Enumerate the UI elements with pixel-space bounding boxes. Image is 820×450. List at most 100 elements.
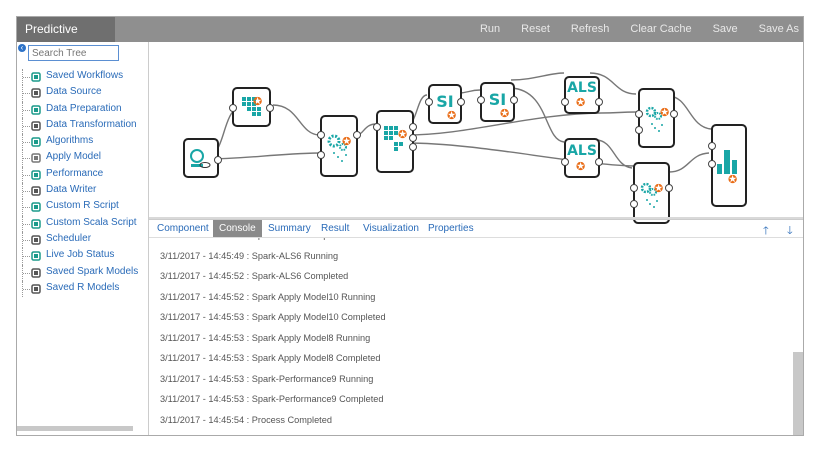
output-port[interactable] [665, 184, 673, 192]
output-port[interactable] [353, 131, 361, 139]
tree-item-data-source[interactable]: Data Source [17, 85, 148, 102]
tree-item-apply-model[interactable]: Apply Model [17, 150, 148, 167]
output-port[interactable] [595, 158, 603, 166]
workflow-node-data-source[interactable] [183, 138, 222, 178]
output-port[interactable] [266, 104, 274, 112]
output-port[interactable] [409, 143, 417, 151]
tree-connector [22, 231, 24, 249]
workflow-node-als[interactable]: ALS ✪ [561, 76, 603, 114]
workflow-node-apply-model[interactable]: ✪ [630, 162, 673, 224]
search-tree-input[interactable] [28, 45, 119, 61]
console-line: 3/11/2017 - 14:45:52 : Spark-ALS6 Comple… [160, 271, 349, 281]
output-port[interactable] [510, 96, 518, 104]
workflow-node-algorithm[interactable]: ✪ [317, 115, 361, 177]
tab-properties[interactable]: Properties [428, 223, 474, 234]
custom-r-script-icon [31, 202, 41, 213]
input-port[interactable] [635, 110, 643, 118]
tree-branch [23, 239, 30, 241]
input-port[interactable] [708, 160, 716, 168]
tree-item-live-job-status[interactable]: Live Job Status [17, 248, 148, 265]
tree-item-data-transformation[interactable]: Data Transformation [17, 117, 148, 135]
custom-scala-script-icon [31, 218, 41, 229]
tree-item-performance[interactable]: Performance [17, 166, 148, 184]
output-port[interactable] [595, 98, 603, 106]
tree-connector [22, 69, 24, 86]
tab-component[interactable]: Component [157, 223, 209, 234]
console-line: 3/11/2017 - 14:45:54 : Process Completed [160, 414, 332, 425]
tree-connector [22, 166, 24, 184]
tree-branch [23, 109, 30, 111]
output-port[interactable] [409, 123, 417, 131]
output-port[interactable] [670, 110, 678, 118]
input-port[interactable] [561, 158, 569, 166]
workflow-node-string-indexer[interactable]: SI ✪ [425, 84, 465, 124]
output-port[interactable] [409, 134, 417, 142]
database-icon [31, 88, 41, 99]
input-port[interactable] [229, 104, 237, 112]
input-port[interactable] [708, 142, 716, 150]
workflow-node-split[interactable]: ✪ [373, 110, 417, 173]
input-port[interactable] [317, 151, 325, 159]
tree-item-custom-r-script[interactable]: Custom R Script [17, 199, 148, 216]
input-port[interactable] [635, 126, 643, 134]
workflow-canvas[interactable]: ✪ ✪ [149, 42, 803, 224]
save-as-button[interactable]: Save As [758, 23, 799, 35]
workflow-node-performance[interactable]: ✪ [708, 124, 747, 207]
tree-branch [23, 93, 30, 95]
input-port[interactable] [561, 98, 569, 106]
data-preparation-icon [31, 104, 41, 115]
star-icon: ✪ [500, 108, 510, 120]
input-port[interactable] [630, 184, 638, 192]
tree-item-data-writer[interactable]: Data Writer [17, 183, 148, 200]
reset-button[interactable]: Reset [521, 23, 550, 35]
output-port[interactable] [214, 156, 222, 164]
workflow-node-als[interactable]: ALS ✪ [561, 138, 603, 178]
tree-branch [23, 174, 30, 176]
workflow-node-string-indexer[interactable]: SI ✪ [477, 82, 518, 122]
canvas-scrollbar[interactable] [149, 217, 803, 219]
tree-item-saved-spark-models[interactable]: Saved Spark Models [17, 264, 148, 281]
input-port[interactable] [477, 96, 485, 104]
split-grid-icon [384, 126, 403, 151]
input-port[interactable] [630, 200, 638, 208]
tree-item-algorithms[interactable]: Algorithms [17, 134, 148, 151]
panel-tabs: Component Console Summary Result Visuali… [149, 220, 803, 238]
tree-item-data-preparation[interactable]: Data Preparation [17, 101, 148, 118]
grid-icon [242, 97, 261, 116]
sidebar-scrollbar[interactable] [17, 426, 133, 431]
input-port[interactable] [373, 123, 381, 131]
clear-cache-button[interactable]: Clear Cache [630, 23, 692, 35]
algorithms-icon [31, 137, 41, 147]
tree-item-label: Performance [46, 167, 104, 179]
tree-item-saved-workflows[interactable]: Saved Workflows [17, 69, 148, 86]
console-line: 3/11/2017 - 14:45:49 : Spark-ALS7 Comple… [160, 238, 348, 240]
tree-branch [23, 288, 30, 290]
tab-result[interactable]: Result [321, 223, 350, 234]
tab-visualization[interactable]: Visualization [363, 223, 419, 234]
tree-item-label: Custom R Script [46, 200, 119, 212]
saved-workflows-icon [31, 72, 41, 82]
refresh-button[interactable]: Refresh [570, 23, 610, 35]
arrow-down-icon[interactable]: 🡓 [787, 225, 793, 237]
tree-connector [22, 215, 24, 232]
console-scrollbar[interactable] [793, 352, 803, 435]
collapse-icon[interactable]: ‹ [18, 44, 26, 52]
tree-item-label: Algorithms [46, 135, 94, 147]
tree-item-scheduler[interactable]: Scheduler [17, 231, 148, 249]
node-label: ALS [567, 143, 597, 159]
tab-console[interactable]: Console [213, 220, 262, 237]
arrow-up-icon[interactable]: 🡑 [763, 225, 769, 237]
apply-model-icon [640, 182, 658, 208]
save-button[interactable]: Save [712, 23, 738, 35]
output-port[interactable] [457, 98, 465, 106]
workflow-node-data-preparation[interactable]: ✪ [229, 87, 274, 127]
run-button[interactable]: Run [479, 23, 501, 35]
tree-item-saved-r-models[interactable]: Saved R Models [17, 280, 148, 298]
input-port[interactable] [317, 131, 325, 139]
workflow-node-apply-model[interactable]: ✪ [635, 88, 678, 148]
tree-item-custom-scala-script[interactable]: Custom Scala Script [17, 215, 148, 232]
tab-summary[interactable]: Summary [268, 223, 311, 234]
input-port[interactable] [425, 98, 433, 106]
